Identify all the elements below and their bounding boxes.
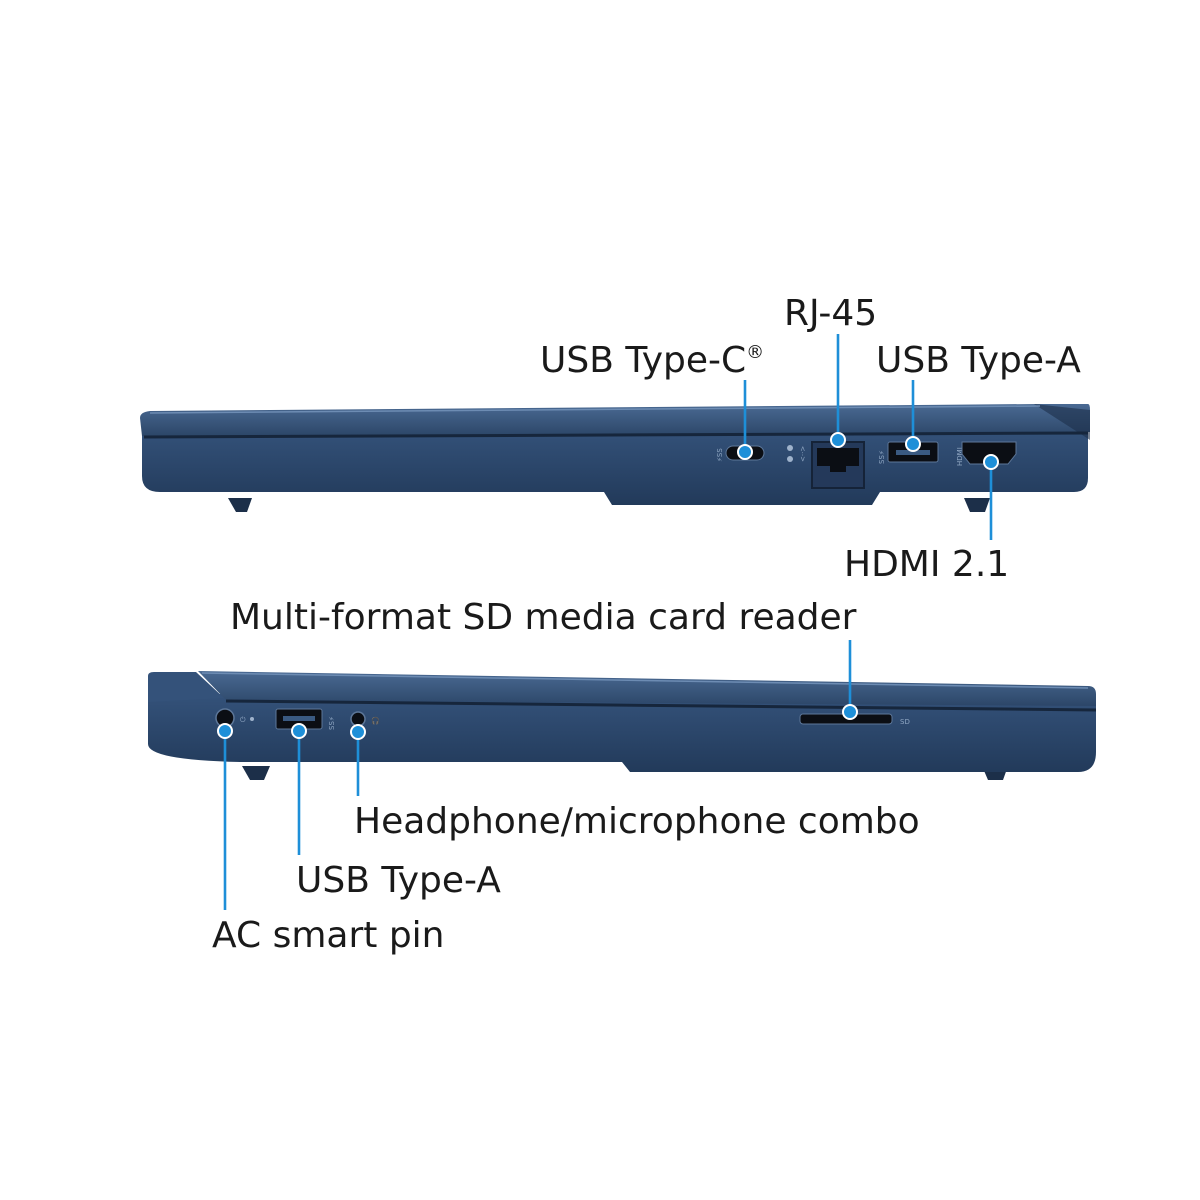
chassis-base <box>142 428 1088 505</box>
leader-audio <box>350 724 366 796</box>
rear-foot <box>964 498 990 512</box>
leader-usb-a-right <box>905 380 921 452</box>
audio-jack-port <box>350 711 366 727</box>
label-usb-a-left: USB Type-A <box>296 860 501 901</box>
lid <box>140 404 1090 436</box>
label-sd-reader: Multi-format SD media card reader <box>230 597 857 638</box>
label-usb-c: USB Type-C® <box>540 340 764 381</box>
power-marking-icon: ⏻ <box>240 716 246 724</box>
label-usb-a-right: USB Type-A <box>876 340 1081 381</box>
usb-a-tongue <box>283 716 315 721</box>
front-foot <box>242 766 270 780</box>
status-led-icon <box>787 445 793 451</box>
lid <box>198 671 1096 706</box>
lid-highlight <box>201 672 1089 689</box>
lid-seam <box>143 431 1089 439</box>
label-audio: Headphone/microphone combo <box>354 801 920 842</box>
status-led-icon <box>787 456 793 462</box>
label-ac-pin: AC smart pin <box>212 915 445 956</box>
network-marking-icon: <··> <box>799 446 807 462</box>
usb-c-marking-icon: ⚡SS <box>716 448 724 462</box>
headphone-marking-icon: 🎧 <box>371 716 380 725</box>
usb-a-marking-icon: SS⚡ <box>878 450 886 464</box>
rj45-port <box>811 441 865 489</box>
hdmi-marking-icon: HDMI <box>956 447 964 466</box>
hdmi-port <box>961 441 1017 465</box>
usb-a-marking-icon: SS⚡ <box>328 716 336 730</box>
leader-hdmi <box>983 454 999 540</box>
label-rj45: RJ-45 <box>784 293 877 334</box>
label-hdmi: HDMI 2.1 <box>844 544 1009 585</box>
hinge-wedge <box>148 672 224 702</box>
front-foot <box>228 498 252 512</box>
charge-led-icon <box>250 717 254 721</box>
leader-usb-a-left <box>291 723 307 855</box>
left-side-view: ⏻ SS⚡ 🎧 SD Multi-format SD media ca <box>148 597 1097 956</box>
hinge-wedge <box>1034 404 1090 440</box>
leader-rj45 <box>830 334 846 448</box>
sd-marking: SD <box>900 718 910 726</box>
usb-a-tongue <box>896 450 930 455</box>
leader-usb-c <box>737 380 753 460</box>
lid-seam <box>225 699 1097 712</box>
leader-sd-reader <box>842 640 858 720</box>
right-side-view: ⚡SS <··> SS⚡ HDMI <box>140 293 1090 585</box>
lid-highlight <box>149 405 1041 414</box>
leader-ac-pin <box>217 723 233 910</box>
